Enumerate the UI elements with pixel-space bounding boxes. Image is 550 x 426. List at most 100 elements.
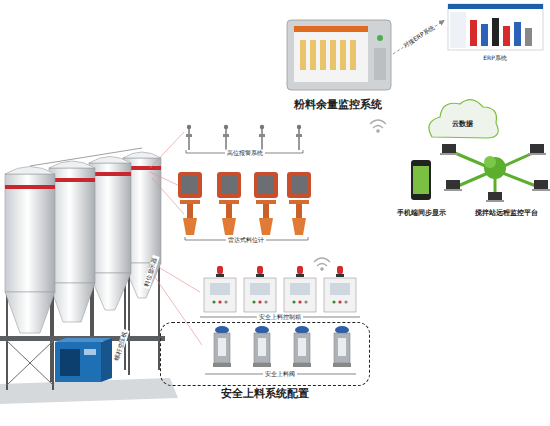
radar-gauge <box>291 176 307 194</box>
safety-valve <box>253 363 271 367</box>
node-text: ERP系统 <box>445 55 545 62</box>
radar-gauge <box>187 204 193 218</box>
caption-label: 雷达式料位计 <box>226 237 266 244</box>
phone <box>411 160 431 200</box>
monitor <box>340 40 346 70</box>
erp-screenshot <box>492 18 499 46</box>
radar-gauge <box>226 204 232 218</box>
laptop <box>486 200 504 202</box>
radar-gauge <box>296 204 302 218</box>
alarm-probe <box>188 128 189 150</box>
network-tree <box>484 156 496 168</box>
erp-screenshot <box>448 4 543 50</box>
laptop <box>440 144 550 202</box>
radar-gauge <box>254 172 278 198</box>
control-box <box>216 274 224 277</box>
silo <box>5 174 55 292</box>
laptop <box>532 189 550 191</box>
caption-label: 安全上料阀 <box>263 371 297 378</box>
network-tree <box>455 153 536 192</box>
erp-screenshot <box>448 4 543 9</box>
silo <box>89 157 131 164</box>
control-box <box>297 266 303 274</box>
radar-gauge <box>182 176 198 194</box>
control-box <box>204 278 236 312</box>
silo <box>5 167 55 175</box>
alarm-probe <box>186 134 192 137</box>
network-tree <box>484 157 506 179</box>
air-compressor <box>55 338 112 342</box>
control-box <box>258 300 261 303</box>
wireless-icon <box>314 120 386 270</box>
wireless-icon <box>370 120 386 124</box>
control-box <box>298 300 301 303</box>
silo <box>49 178 95 182</box>
steel-frame <box>7 341 53 385</box>
silo <box>89 273 131 310</box>
cloud-shape <box>429 100 498 138</box>
monitor-system: 粉料余量监控系统 <box>284 14 392 114</box>
steel-frame <box>0 336 165 341</box>
safety-valve <box>293 363 311 367</box>
alarm-probe <box>259 134 265 137</box>
alarm-probe <box>261 128 262 150</box>
wireless-icon <box>314 258 330 262</box>
safety-valve <box>218 338 226 356</box>
control-box <box>324 278 356 312</box>
safety-valve <box>213 326 351 367</box>
safety-valve <box>338 338 346 356</box>
control-box <box>344 300 347 303</box>
monitor <box>320 40 326 70</box>
monitor <box>294 26 368 32</box>
laptop <box>442 144 456 153</box>
node-text: 粉料余量监控系统 <box>284 99 392 112</box>
control-box <box>292 300 295 303</box>
control-box <box>210 283 230 295</box>
air-compressor <box>55 342 101 382</box>
laptop <box>446 180 460 189</box>
safety-valve <box>333 363 351 367</box>
monitor <box>330 40 336 70</box>
wireless-icon <box>321 268 323 270</box>
control-box <box>212 300 215 303</box>
radar-gauge <box>287 172 311 198</box>
monitor <box>374 48 386 80</box>
erp-panel: ERP系统 <box>445 2 545 64</box>
signal-wire <box>150 270 202 345</box>
control-box <box>257 266 263 274</box>
safety-valve <box>298 338 306 356</box>
monitor <box>300 40 306 70</box>
steel-frame <box>7 341 53 385</box>
erp-screenshot <box>450 12 466 48</box>
control-box <box>218 300 221 303</box>
silo <box>49 168 95 283</box>
connector-label: 对接ERP系统 <box>401 24 436 50</box>
control-box <box>224 300 227 303</box>
safety-valve <box>254 333 270 363</box>
control-box <box>244 278 276 312</box>
radar-gauge <box>263 204 269 218</box>
laptop <box>488 192 502 200</box>
erp-screenshot <box>525 28 532 46</box>
alarm-probe <box>225 128 226 150</box>
safety-valve <box>214 333 230 363</box>
control-box <box>304 300 307 303</box>
alarm-probe <box>298 128 299 150</box>
caption-label: 安全上料控制箱 <box>257 314 303 321</box>
caption-label: 高位报警系统 <box>225 150 265 157</box>
laptop <box>530 144 544 153</box>
alarm-probe <box>224 125 228 129</box>
signal-wire <box>150 132 202 345</box>
air-compressor <box>84 349 96 355</box>
signal-wire <box>150 262 200 292</box>
radar-gauge <box>222 218 236 235</box>
alarm-probe <box>186 125 302 150</box>
radar-gauge <box>180 200 200 204</box>
caption-label: 云数据 <box>452 120 473 128</box>
control-box <box>296 274 304 277</box>
alarm-probe <box>223 134 229 137</box>
laptop <box>440 153 458 155</box>
safety-valve <box>294 333 310 363</box>
erp-screenshot <box>514 22 521 46</box>
